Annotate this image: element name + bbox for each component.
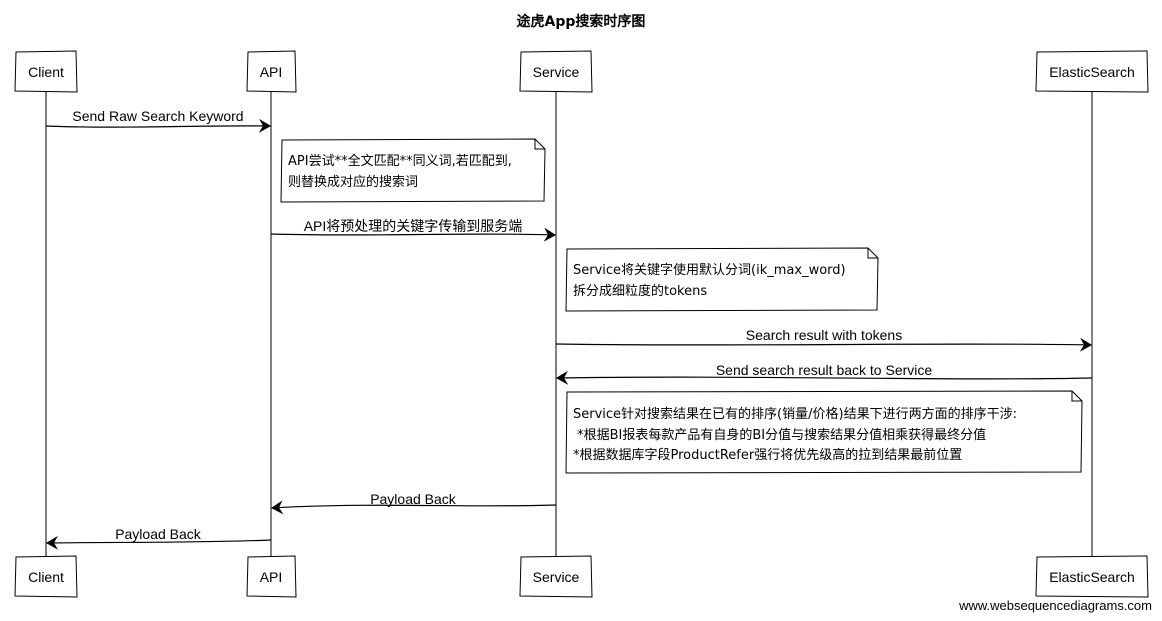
message-label: Send Raw Search Keyword xyxy=(72,108,243,124)
participant-box-service: Service xyxy=(519,50,593,93)
note-box: API尝试**全文匹配**同义词,若匹配到, 则替换成对应的搜索词 xyxy=(280,138,546,203)
participant-box-elasticsearch: ElasticSearch xyxy=(1035,555,1149,598)
message-label: Payload Back xyxy=(115,526,202,542)
participant-label: API xyxy=(260,569,283,585)
participant-box-elasticsearch: ElasticSearch xyxy=(1035,50,1149,93)
note-line: Service将关键字使用默认分词(ik_max_word) xyxy=(573,262,846,278)
participant-label: ElasticSearch xyxy=(1049,64,1135,80)
lifeline-client xyxy=(45,91,47,557)
lifeline-api xyxy=(270,91,272,557)
note-line: Service针对搜索结果在已有的排序(销量/价格)结果下进行两方面的排序干涉: xyxy=(573,406,1017,422)
participant-label: ElasticSearch xyxy=(1049,569,1135,585)
note-line: *根据数据库字段ProductRefer强行将优先级高的拉到结果最前位置 xyxy=(573,447,962,463)
messages: Send Raw Search Keyword API将预处理的关键字传输到服务… xyxy=(45,108,1093,550)
message-arrow: Send search result back to Service xyxy=(556,362,1093,385)
notes: API尝试**全文匹配**同义词,若匹配到, 则替换成对应的搜索词 Servic… xyxy=(280,138,1083,474)
participants-bottom: Client API Service ElasticSearch xyxy=(14,555,1149,598)
message-label: API将预处理的关键字传输到服务端 xyxy=(304,218,523,234)
participant-box-api: API xyxy=(246,50,297,93)
participant-label: API xyxy=(260,64,283,80)
message-arrow: API将预处理的关键字传输到服务端 xyxy=(270,218,556,242)
participant-label: Service xyxy=(533,569,580,585)
message-label: Send search result back to Service xyxy=(716,362,933,378)
watermark-text: www.websequencediagrams.com xyxy=(958,598,1152,613)
participant-label: Service xyxy=(533,64,580,80)
note-box: Service将关键字使用默认分词(ik_max_word) 拆分成细粒度的to… xyxy=(565,247,879,312)
note-line: 拆分成细粒度的tokens xyxy=(573,283,707,299)
participant-box-service: Service xyxy=(519,555,593,598)
message-label: Search result with tokens xyxy=(746,327,902,343)
participant-box-client: Client xyxy=(14,555,78,598)
participant-box-api: API xyxy=(246,555,297,598)
message-arrow: Payload Back xyxy=(46,526,272,550)
message-arrow: Search result with tokens xyxy=(555,327,1092,352)
diagram-title: 途虎App搜索时序图 xyxy=(517,13,646,30)
participant-label: Client xyxy=(28,569,64,585)
note-line: 则替换成对应的搜索词 xyxy=(288,174,418,190)
message-arrow: Send Raw Search Keyword xyxy=(45,108,271,133)
note-line: API尝试**全文匹配**同义词,若匹配到, xyxy=(288,153,512,169)
message-label: Payload Back xyxy=(370,491,457,507)
message-arrow: Payload Back xyxy=(271,491,557,515)
participants-top: Client API Service ElasticSearch xyxy=(14,50,1149,93)
note-box: Service针对搜索结果在已有的排序(销量/价格)结果下进行两方面的排序干涉:… xyxy=(565,390,1083,474)
lifeline-service xyxy=(555,91,557,557)
participant-label: Client xyxy=(28,64,64,80)
lifeline-elasticsearch xyxy=(1091,91,1093,557)
lifelines xyxy=(45,91,1093,557)
participant-box-client: Client xyxy=(14,50,78,93)
note-line: *根据BI报表每款产品有自身的BI分值与搜索结果分值相乘获得最终分值 xyxy=(573,427,986,443)
